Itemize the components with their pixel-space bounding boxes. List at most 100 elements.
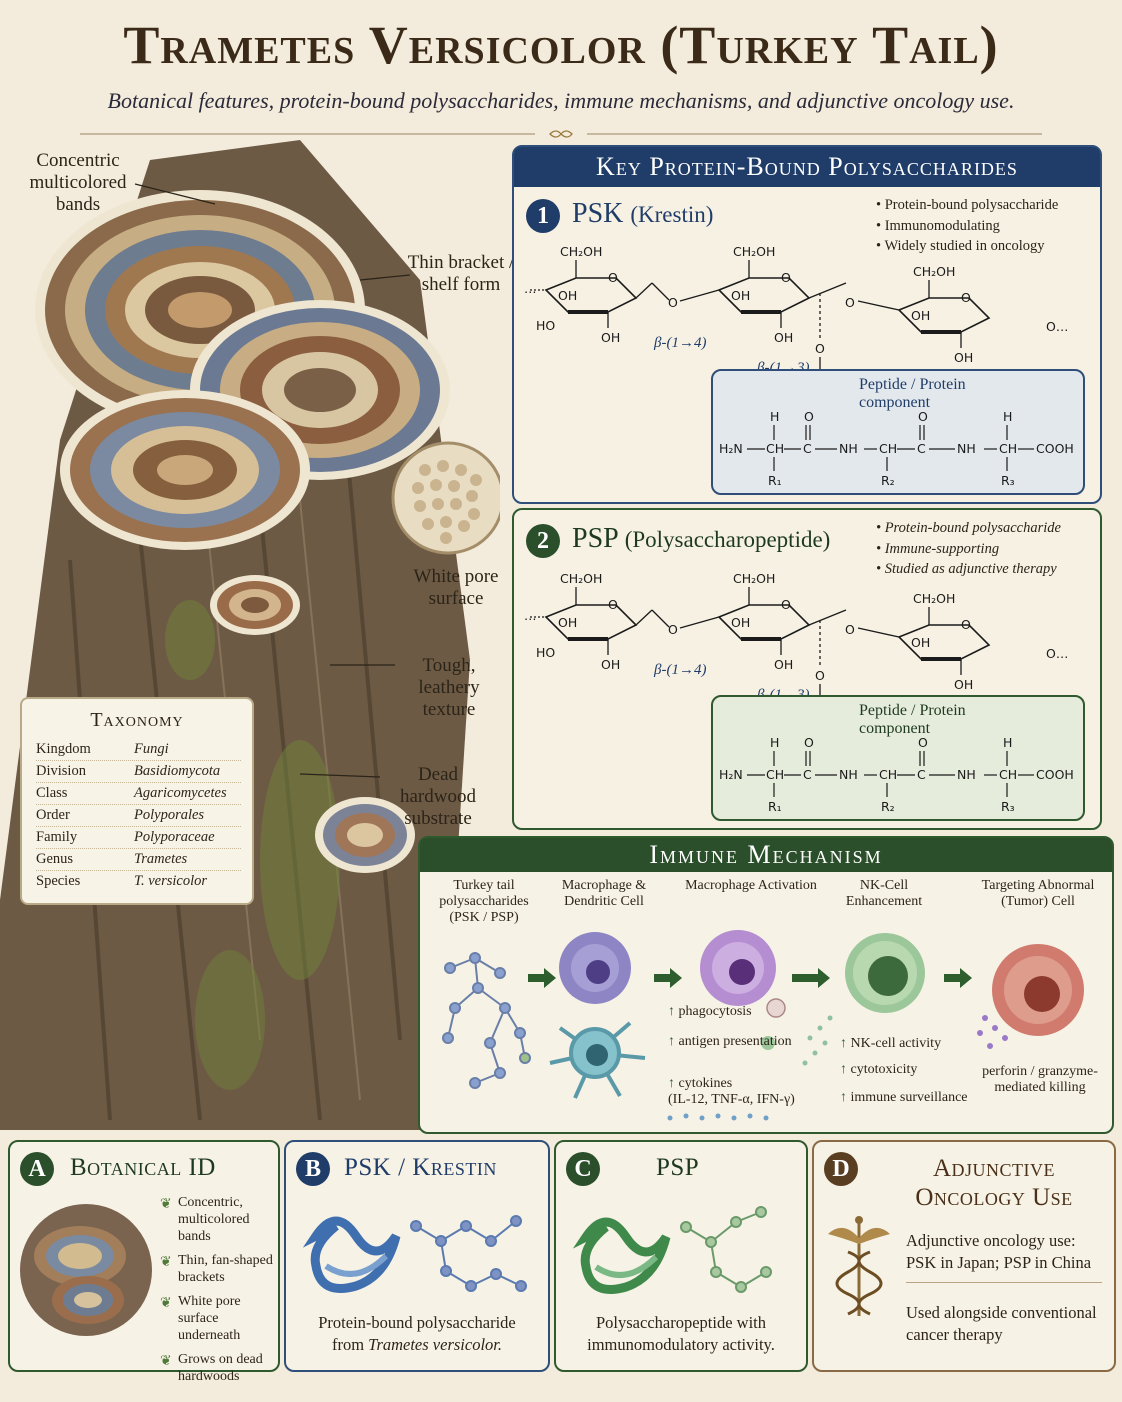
oh-label: OH (774, 657, 793, 672)
peptide-atom: CH (879, 441, 897, 456)
beta-1-4-label: β-(1→4) (653, 662, 706, 678)
peptide-atom: CH (999, 441, 1017, 456)
botanical-id-list: ❦Concentric,multicolored bands ❦Thin, fa… (160, 1194, 278, 1385)
card-psk: B PSK / Krestin Protein-bound polysaccha… (284, 1140, 550, 1372)
psp-name: PSP (Polysaccharopeptide) (572, 523, 831, 554)
effect-phagocytosis: ↑ phagocytosis (668, 1004, 752, 1019)
immune-title: Immune Mechanism (420, 838, 1112, 872)
polysaccharide-network-icon (442, 952, 531, 1089)
r-group-label: R₂ (881, 473, 895, 488)
oh-label: OH (601, 657, 620, 672)
glycosidic-oxygen: O (845, 295, 855, 310)
stage-macrophage-activation: Macrophage Activation (685, 878, 817, 893)
chain-end-label: O… (1046, 646, 1068, 661)
oh-label: OH (601, 330, 620, 345)
list-item: ❦Concentric,multicolored bands (160, 1195, 250, 1244)
peptide-atom: C (803, 767, 812, 782)
botanical-id-illustration (20, 1204, 152, 1336)
o-label: O (804, 735, 814, 750)
h-label: H (770, 735, 779, 750)
branch-oxygen: O (815, 341, 825, 356)
leaf-icon: ❦ (160, 1354, 172, 1369)
leaf-icon: ❦ (160, 1197, 172, 1212)
taxonomy-title: Taxonomy (90, 709, 184, 731)
peptide-atom: NH (839, 441, 858, 456)
oh-label: OH (911, 308, 930, 323)
r-group-label: R₃ (1001, 473, 1015, 488)
r-group-label: R₂ (881, 799, 895, 814)
chain-ellipsis: … (524, 608, 537, 623)
fungus-bracket-lower (60, 390, 310, 550)
ring-oxygen-label: O (961, 617, 971, 632)
card-d-divider (906, 1282, 1102, 1283)
effect-cytotoxicity: ↑ cytotoxicity (840, 1062, 918, 1077)
card-d-text-1: Adjunctive oncology use:PSK in Japan; PS… (906, 1231, 1092, 1272)
activated-macrophage-icon (700, 930, 786, 1050)
peptide-atom: CH (999, 767, 1017, 782)
r-group-label: R₁ (768, 799, 782, 814)
ch2oh-label: CH₂OH (560, 244, 602, 259)
card-botanical-id: A Botanical ID ❦Concentric,multicolored … (8, 1140, 280, 1384)
effect-antigen-presentation: ↑ antigen presentation (668, 1034, 792, 1049)
card-a-letter: A (20, 1152, 54, 1186)
glycosidic-oxygen: O (668, 622, 678, 637)
ch2oh-label: CH₂OH (733, 244, 775, 259)
page-subtitle: Botanical features, protein-bound polysa… (107, 88, 1015, 113)
psk-bullets: Protein-bound polysaccharide Immunomodul… (876, 195, 1058, 257)
h-label: H (770, 409, 779, 424)
chain-end-label: O… (1046, 319, 1068, 334)
chain-ellipsis: … (524, 281, 537, 296)
peptide-atom: H₂N (719, 767, 743, 782)
glycosidic-oxygen: O (668, 295, 678, 310)
peptide-atom: CH (766, 441, 784, 456)
effect-nk-activity: ↑ NK-cell activity (840, 1036, 942, 1051)
oh-label: OH (954, 350, 973, 365)
protein-ribbon-illustration (302, 1215, 527, 1293)
immune-illustration (442, 930, 1084, 1121)
stage-tumor-cell: Targeting Abnormal(Tumor) Cell (981, 878, 1095, 909)
polysaccharides-title: Key Protein-Bound Polysaccharides (514, 147, 1100, 187)
effect-immune-surveillance: ↑ immune surveillance (840, 1090, 968, 1105)
h-label: H (1003, 735, 1012, 750)
oh-label: OH (731, 288, 750, 303)
dendritic-cell-icon (549, 1021, 646, 1099)
ring-oxygen-label: O (781, 597, 791, 612)
peptide-atom: NH (839, 767, 858, 782)
o-label: O (918, 409, 928, 424)
r-group-label: R₁ (768, 473, 782, 488)
oh-label: OH (774, 330, 793, 345)
o-label: O (804, 409, 814, 424)
peptide-atom: NH (957, 441, 976, 456)
card-c-title: PSP (656, 1154, 700, 1181)
macrophage-cell-icon (559, 932, 631, 1004)
ho-label: HO (536, 645, 555, 660)
ho-label: HO (536, 318, 555, 333)
psk-peptide-box (711, 369, 1085, 495)
effect-killing: perforin / granzyme-mediated killing (982, 1064, 1098, 1095)
fungus-bracket-small-2 (315, 797, 415, 873)
ch2oh-label: CH₂OH (560, 571, 602, 586)
peptide-atom: C (917, 767, 926, 782)
caduceus-icon (828, 1216, 890, 1316)
psk-number-badge: 1 (526, 199, 560, 233)
ch2oh-label: CH₂OH (913, 264, 955, 279)
psp-panel: 2 PSP (Polysaccharopeptide) Protein-boun… (512, 508, 1102, 830)
oh-label: OH (558, 615, 577, 630)
